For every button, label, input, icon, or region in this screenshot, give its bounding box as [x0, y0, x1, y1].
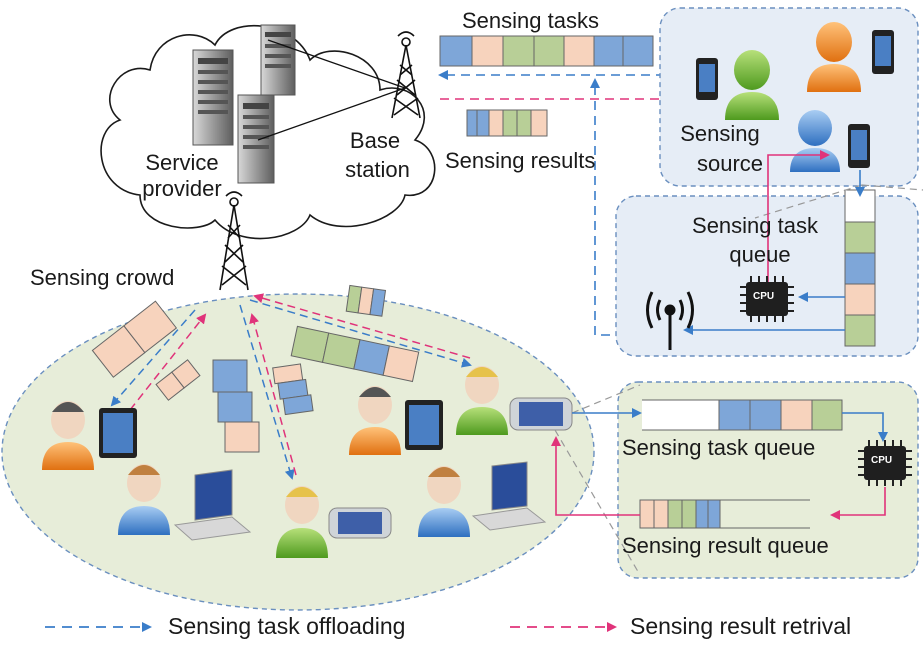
device-queue-panel [617, 381, 919, 579]
vertical-task-queue [844, 189, 876, 347]
label-sensing-source-2: source [696, 151, 764, 176]
phone-icon [848, 124, 870, 168]
person-icon [807, 22, 861, 92]
task-block [272, 363, 314, 416]
person-icon [42, 401, 94, 470]
label-sensing-source-1: Sensing [680, 121, 760, 146]
label-sensing-tasks: Sensing tasks [462, 8, 599, 33]
antenna-icon [646, 291, 694, 350]
label-sensing-task-queue-2: queue [729, 242, 791, 267]
sensing-tasks-queue [439, 35, 654, 67]
tablet-icon [99, 408, 137, 458]
person-icon [118, 464, 170, 535]
task-block [345, 284, 387, 317]
tower-icon [391, 31, 421, 119]
label-device-result-queue: Sensing result queue [622, 533, 829, 558]
phone-icon [509, 397, 573, 431]
task-block [91, 300, 178, 378]
device-result-queue [639, 499, 810, 529]
person-icon [456, 366, 508, 435]
phone-icon [328, 507, 392, 539]
cpu-label-device: CPU [871, 455, 893, 466]
phone-icon [696, 58, 718, 100]
label-sensing-crowd: Sensing crowd [30, 265, 175, 290]
task-block [155, 359, 201, 401]
label-base-station-2: station [345, 157, 410, 182]
label-base-station-1: Base [349, 128, 401, 153]
cpu-icon [740, 276, 794, 322]
person-icon [725, 50, 779, 120]
legend-offloading-label: Sensing task offloading [168, 613, 406, 639]
server-icon [192, 49, 234, 146]
task-block [290, 325, 420, 383]
label-sensing-results: Sensing results [445, 148, 596, 173]
tablet-icon [405, 400, 443, 450]
legend-retrieval-label: Sensing result retrival [630, 613, 852, 639]
label-service-provider-2: provider [142, 176, 222, 201]
device-task-queue [642, 399, 843, 431]
person-icon [418, 466, 470, 537]
person-icon [276, 486, 328, 558]
task-block [212, 359, 260, 453]
server-icon [237, 94, 275, 184]
laptop-icon [173, 469, 252, 541]
person-icon [349, 386, 401, 455]
tower-icon [219, 191, 249, 291]
label-sensing-task-queue-1: Sensing task [692, 213, 818, 238]
server-icon [260, 24, 296, 96]
label-device-task-queue: Sensing task queue [622, 435, 816, 460]
label-service-provider-1: Service [145, 150, 219, 175]
cpu-icon [858, 440, 912, 486]
laptop-icon [471, 461, 547, 531]
phone-icon [872, 30, 894, 74]
cpu-label-source: CPU [753, 291, 775, 302]
sensing-results-queue [466, 109, 548, 137]
